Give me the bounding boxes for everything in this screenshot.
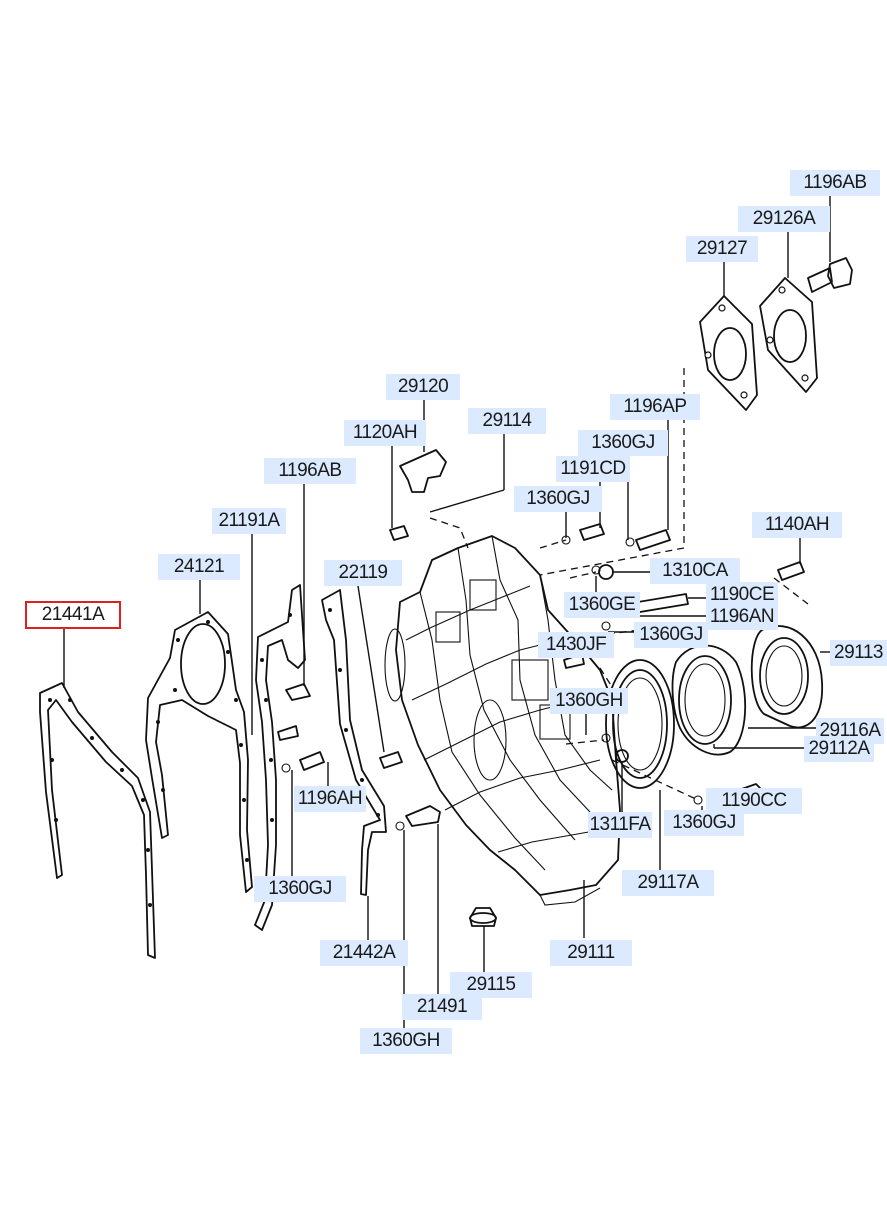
label-1310ca[interactable]: 1310CA <box>650 558 740 584</box>
seal-29116a <box>671 644 747 756</box>
label-1360gj-b[interactable]: 1360GJ <box>514 486 602 512</box>
label-24121[interactable]: 24121 <box>158 554 240 580</box>
label-1360ge[interactable]: 1360GE <box>564 592 640 618</box>
label-1360gj-e[interactable]: 1360GJ <box>254 876 346 902</box>
label-29115[interactable]: 29115 <box>450 972 532 998</box>
plate-24121 <box>145 611 253 893</box>
label-1196ap[interactable]: 1196AP <box>610 394 700 420</box>
label-29127[interactable]: 29127 <box>686 236 758 262</box>
label-1360gj-c[interactable]: 1360GJ <box>634 622 708 648</box>
label-1190ce[interactable]: 1190CE <box>706 582 778 608</box>
label-1196ab-mid[interactable]: 1196AB <box>264 458 356 484</box>
label-29120[interactable]: 29120 <box>386 374 460 400</box>
label-1191cd[interactable]: 1191CD <box>556 456 630 482</box>
label-1360gh-a[interactable]: 1360GH <box>550 688 628 714</box>
label-29113[interactable]: 29113 <box>830 640 887 666</box>
label-1360gj-a[interactable]: 1360GJ <box>578 430 668 456</box>
seal-29117a <box>605 659 675 789</box>
label-1430jf[interactable]: 1430JF <box>538 632 614 658</box>
label-29114[interactable]: 29114 <box>468 408 546 434</box>
label-1140ah[interactable]: 1140AH <box>752 512 842 538</box>
label-1196ah[interactable]: 1196AH <box>294 786 366 812</box>
gasket-29127 <box>699 295 758 411</box>
gasket-21442a <box>321 589 387 896</box>
label-1311fa[interactable]: 1311FA <box>588 812 652 838</box>
label-1190cc[interactable]: 1190CC <box>706 788 802 814</box>
label-29126a[interactable]: 29126A <box>738 206 830 232</box>
bolt-1196ab-top <box>807 257 853 293</box>
label-1120ah[interactable]: 1120AH <box>344 420 426 446</box>
plug-29115 <box>469 907 497 927</box>
label-21442a[interactable]: 21442A <box>320 940 408 966</box>
gasket-21441a <box>39 682 156 959</box>
cover-29126a <box>759 277 818 393</box>
label-29111[interactable]: 29111 <box>550 940 632 966</box>
label-21491[interactable]: 21491 <box>402 994 482 1020</box>
label-21441a-selected[interactable]: 21441A <box>25 601 121 629</box>
sensor-29120 <box>399 449 447 493</box>
label-1196an[interactable]: 1196AN <box>706 604 778 630</box>
label-21191a[interactable]: 21191A <box>212 508 286 534</box>
label-1196ab-top[interactable]: 1196AB <box>790 170 880 196</box>
label-22119[interactable]: 22119 <box>324 560 402 586</box>
cover-29113 <box>750 625 823 729</box>
label-29117a[interactable]: 29117A <box>622 870 714 896</box>
label-1360gj-d[interactable]: 1360GJ <box>664 810 744 836</box>
label-29112a[interactable]: 29112A <box>804 736 874 762</box>
label-1360gh-b[interactable]: 1360GH <box>360 1028 452 1054</box>
